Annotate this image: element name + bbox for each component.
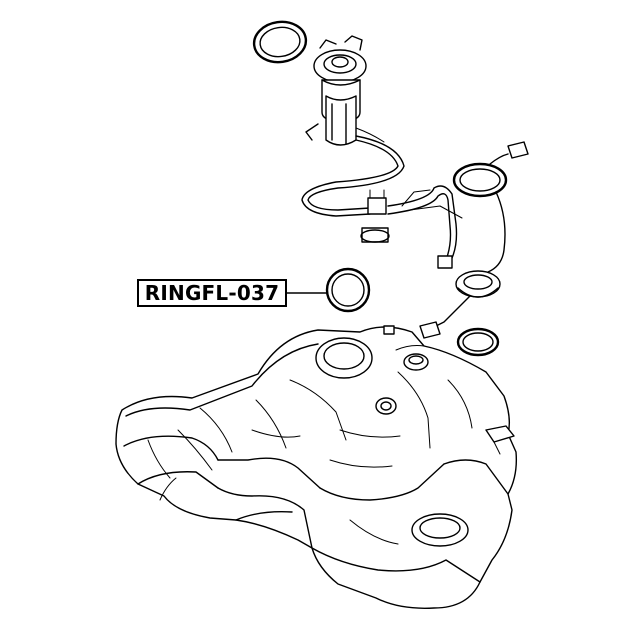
lower-seal-ring [456, 327, 500, 357]
target-seal-ring [325, 267, 371, 313]
part-number-callout: RINGFL-037 [137, 279, 287, 307]
sender-lock-ring [452, 141, 529, 273]
fuel-line-harness [301, 135, 463, 269]
fuel-tank [115, 325, 518, 609]
level-sender-unit [419, 270, 501, 339]
upper-seal-ring [252, 20, 308, 64]
fuel-pump-module [305, 35, 385, 146]
